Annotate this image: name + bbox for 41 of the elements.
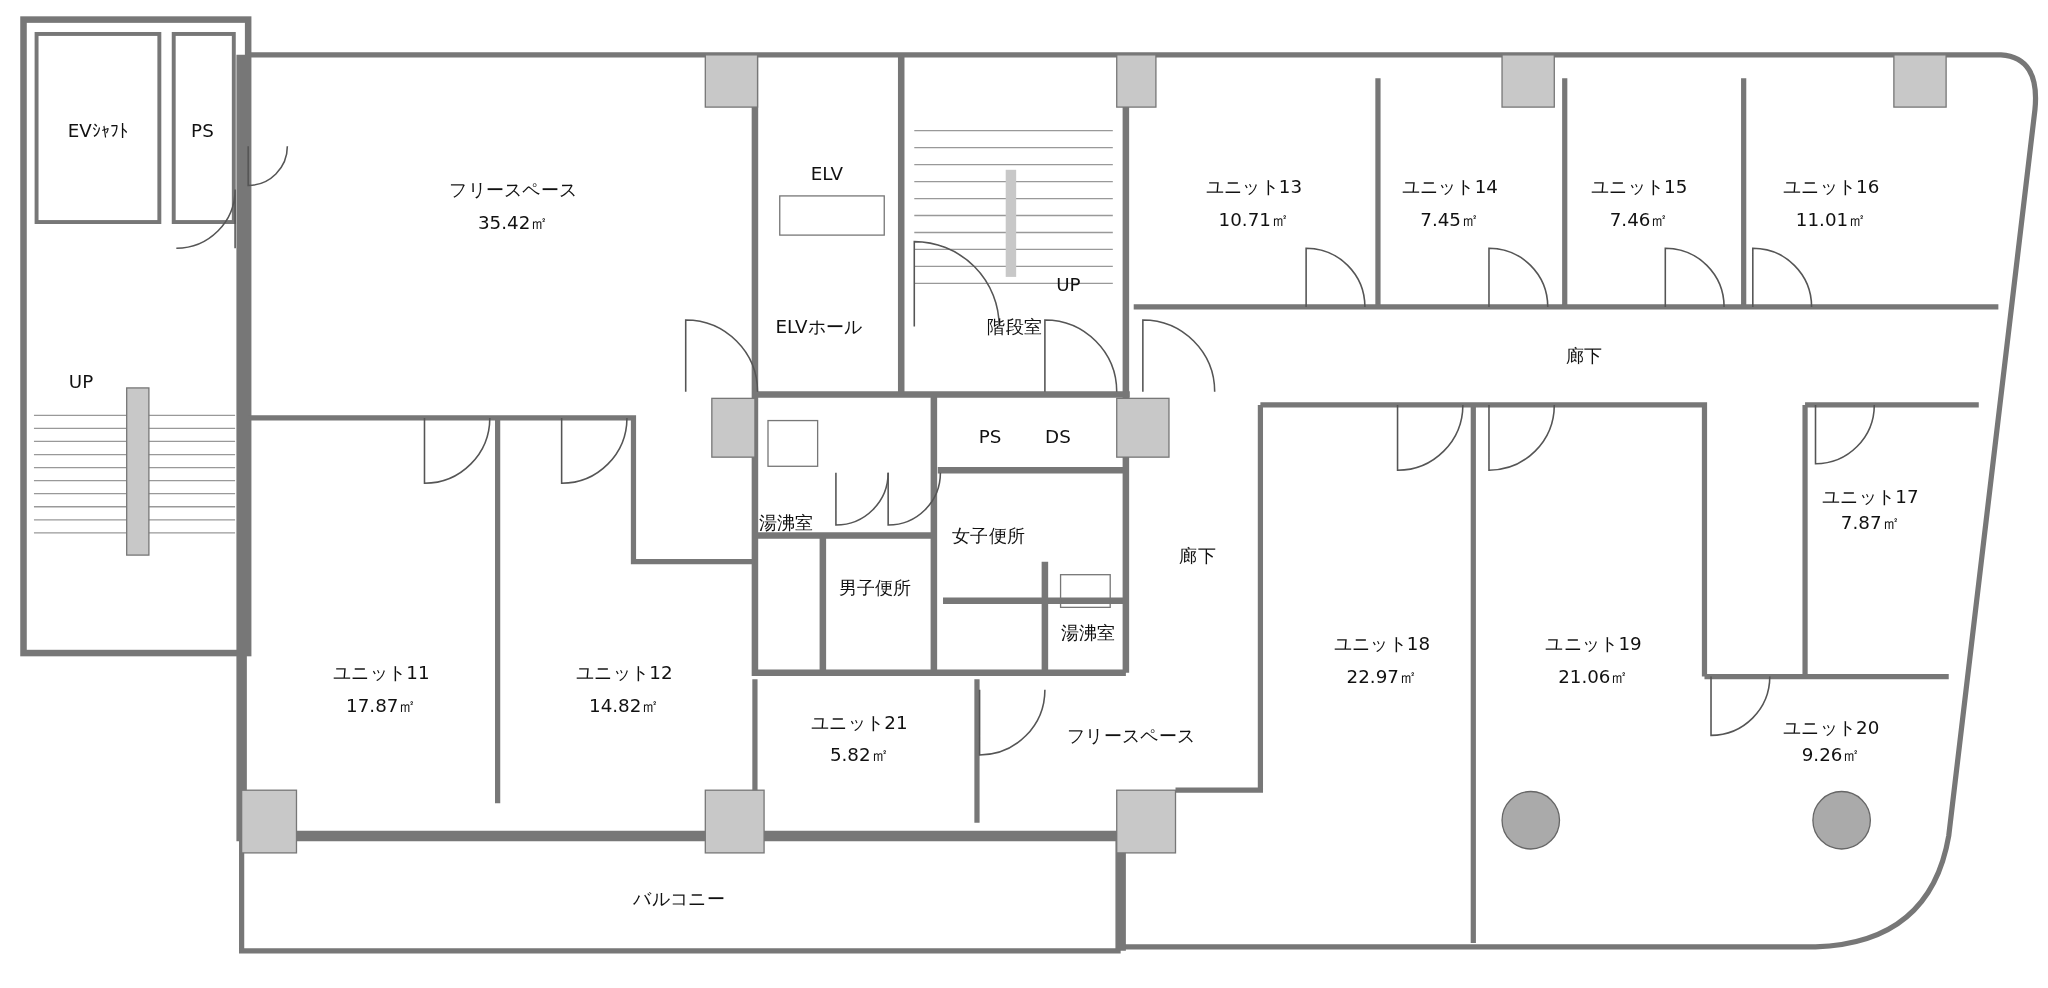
area-label: 21.06㎡ bbox=[1558, 667, 1629, 686]
room-label: ユニット11 bbox=[333, 663, 430, 682]
room-label: 湯沸室 bbox=[1060, 623, 1116, 642]
room-label: ユニット14 bbox=[1401, 177, 1498, 196]
room-label: 階段室 bbox=[987, 317, 1043, 336]
room-label: ユニット12 bbox=[576, 663, 673, 682]
room-label: バルコニー bbox=[633, 889, 725, 908]
area-label: 9.26㎡ bbox=[1801, 745, 1861, 765]
room-label: ユニット19 bbox=[1545, 634, 1642, 654]
room-label: ELV bbox=[810, 164, 843, 183]
room-label: PS bbox=[191, 121, 214, 140]
room-label: 廊下 bbox=[1566, 346, 1603, 365]
room-label: 廊下 bbox=[1179, 545, 1216, 565]
area-label: 35.42㎡ bbox=[478, 212, 549, 232]
stair-direction-label: UP bbox=[1056, 275, 1081, 294]
area-label: 7.46㎡ bbox=[1609, 210, 1669, 229]
room-label: 湯沸室 bbox=[758, 513, 814, 532]
room-label: 女子便所 bbox=[952, 526, 1026, 545]
area-label: 14.82㎡ bbox=[589, 696, 660, 715]
room-label: ELVホール bbox=[775, 317, 863, 336]
room-label: ユニット20 bbox=[1782, 718, 1880, 737]
room-label: ユニット17 bbox=[1822, 487, 1919, 506]
area-label: 10.71㎡ bbox=[1218, 210, 1290, 229]
room-label: フリースペース bbox=[1067, 726, 1196, 745]
room-label: EVｼｬﾌﾄ bbox=[67, 121, 129, 140]
room-label: ユニット21 bbox=[811, 713, 908, 732]
room-label: ユニット13 bbox=[1205, 177, 1303, 196]
room-label: DS bbox=[1045, 427, 1071, 446]
room-label: フリースペース bbox=[449, 180, 578, 199]
area-label: 7.45㎡ bbox=[1420, 210, 1480, 229]
room-label: 男子便所 bbox=[838, 578, 912, 597]
area-label: 11.01㎡ bbox=[1795, 210, 1867, 229]
room-label: ユニット18 bbox=[1333, 634, 1431, 654]
room-label: ユニット16 bbox=[1782, 177, 1880, 196]
area-label: 22.97㎡ bbox=[1346, 667, 1418, 686]
room-label: ユニット15 bbox=[1590, 177, 1688, 196]
room-label: PS bbox=[978, 427, 1002, 446]
stair-direction-label: UP bbox=[68, 372, 94, 391]
area-label: 5.82㎡ bbox=[829, 745, 889, 765]
area-label: 17.87㎡ bbox=[346, 696, 417, 715]
area-label: 7.87㎡ bbox=[1840, 513, 1900, 532]
